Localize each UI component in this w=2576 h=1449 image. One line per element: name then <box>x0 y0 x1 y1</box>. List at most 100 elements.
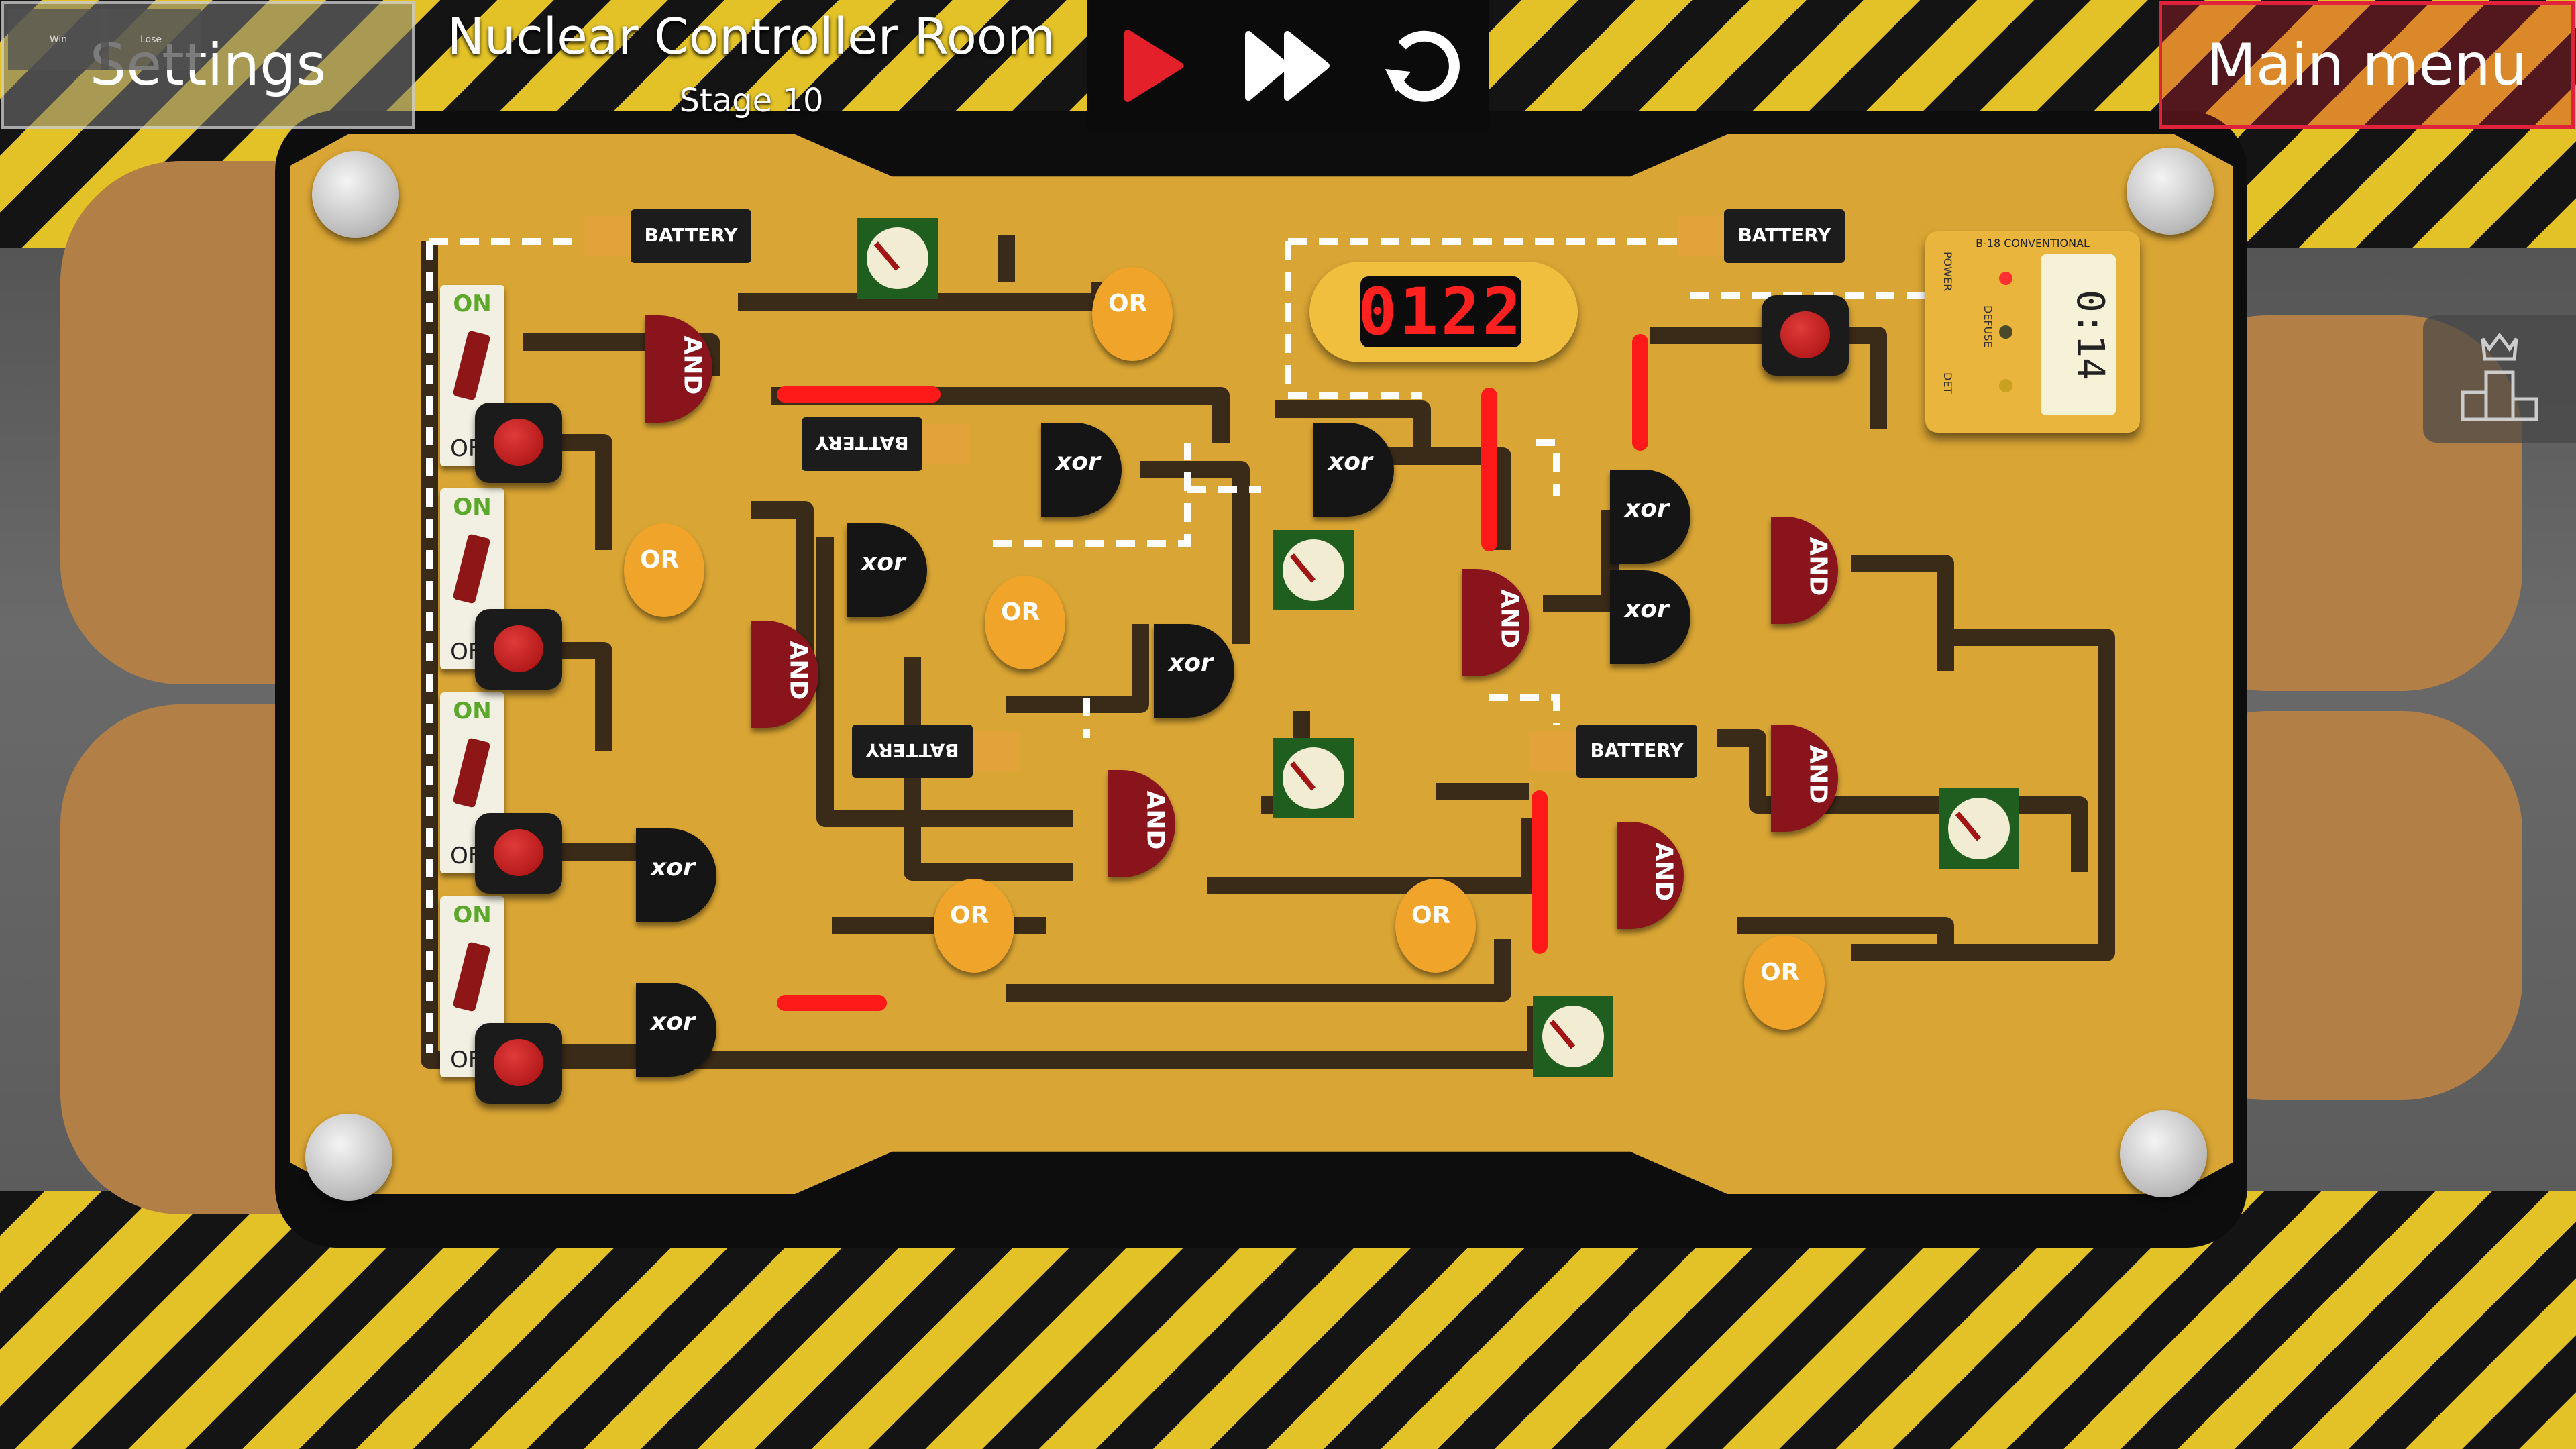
push-button[interactable] <box>475 609 562 690</box>
det-led <box>1999 379 2012 392</box>
xor-gate: xor <box>1313 423 1394 517</box>
wire <box>805 1006 1545 1069</box>
battery: BATTERY <box>1677 209 1845 263</box>
gate-label: xor <box>1056 448 1100 476</box>
wire <box>1543 510 1619 612</box>
leaderboard-button[interactable] <box>2423 315 2576 443</box>
gate-label: OR <box>640 546 680 574</box>
switch-on-label: ON <box>453 902 492 928</box>
dial[interactable] <box>1939 788 2019 869</box>
dial[interactable] <box>1273 530 1354 610</box>
xor-gate: xor <box>636 828 716 922</box>
battery: BATTERY <box>802 417 969 471</box>
wire <box>1737 917 1954 946</box>
gate-label: AND <box>1650 842 1678 902</box>
gate-label: xor <box>1625 495 1669 523</box>
screw <box>305 1114 392 1201</box>
xor-gate: xor <box>1610 470 1690 564</box>
win-button[interactable]: Win <box>8 9 109 70</box>
gate-label: xor <box>1169 649 1213 677</box>
defuse-panel: B-18 CONVENTIONAL POWER DEFUSE DET 0:14 <box>1925 231 2140 433</box>
play-button[interactable] <box>1100 12 1208 119</box>
screw <box>2127 148 2214 235</box>
powered-wire <box>429 235 607 245</box>
dial[interactable] <box>1273 738 1354 818</box>
gate-label: OR <box>1108 290 1148 317</box>
dial[interactable] <box>857 218 938 299</box>
power-led <box>1999 272 2012 285</box>
gate-label: AND <box>1804 537 1832 596</box>
wire <box>1717 729 2088 872</box>
gate-label: AND <box>678 335 706 395</box>
gate-label: OR <box>1411 902 1451 929</box>
xor-gate: xor <box>1041 423 1122 517</box>
countdown-timer: 0122 <box>1309 262 1578 362</box>
fast-forward-button[interactable] <box>1234 12 1342 119</box>
gate-label: AND <box>784 641 812 700</box>
battery-label: BATTERY <box>1590 739 1684 761</box>
or-gate: OR <box>1744 936 1825 1030</box>
gate-label: OR <box>950 902 989 929</box>
battery-label: BATTERY <box>865 739 959 761</box>
switch-on-label: ON <box>453 494 492 521</box>
push-button[interactable] <box>1762 295 1849 376</box>
xor-gate: xor <box>1610 570 1690 664</box>
defuse-screen: 0:14 <box>2041 254 2116 415</box>
powered-wire <box>1285 241 1422 399</box>
dial[interactable] <box>1533 996 1613 1077</box>
battery-label: BATTERY <box>644 224 738 246</box>
powered-wire <box>1489 694 1560 724</box>
wire <box>1851 555 1954 671</box>
wire <box>1650 327 1887 429</box>
switch-lever <box>452 330 491 401</box>
leaderboard-icon <box>2461 332 2538 421</box>
gate-label: xor <box>651 854 695 881</box>
battery: BATTERY <box>1529 724 1697 778</box>
xor-gate: xor <box>636 983 716 1077</box>
stage-label: Stage 10 <box>679 82 824 119</box>
wire <box>1140 461 1250 644</box>
or-gate: OR <box>934 879 1014 973</box>
gate-label: OR <box>1001 598 1040 626</box>
bomb-board <box>290 134 2233 1194</box>
wire <box>751 501 814 684</box>
push-button[interactable] <box>475 813 562 894</box>
wire <box>1208 818 1538 894</box>
or-gate: OR <box>1092 267 1173 361</box>
push-button[interactable] <box>475 402 562 483</box>
push-button[interactable] <box>475 1023 562 1104</box>
gate-label: xor <box>861 549 906 576</box>
switch-lever <box>452 533 491 604</box>
restart-icon <box>1385 30 1460 102</box>
battery: BATTERY <box>584 209 751 263</box>
gate-label: xor <box>1625 596 1669 623</box>
switch-lever <box>452 737 491 808</box>
wire <box>1006 624 1149 713</box>
gate-label: xor <box>1328 448 1373 476</box>
or-gate: OR <box>985 576 1065 669</box>
wire <box>816 537 1073 827</box>
gate-label: xor <box>651 1008 695 1036</box>
or-gate: OR <box>1395 879 1476 973</box>
battery-label: BATTERY <box>815 432 909 454</box>
main-menu-button[interactable]: Main menu <box>2159 1 2575 129</box>
defuse-label: DEFUSE <box>1982 305 1994 348</box>
wire <box>1275 400 1431 456</box>
timer-display: 0122 <box>1358 274 1524 350</box>
restart-button[interactable] <box>1368 12 1476 119</box>
fast-forward-icon <box>1245 31 1330 101</box>
powered-wire <box>993 443 1191 547</box>
gate-label: AND <box>1495 589 1523 649</box>
xor-gate: xor <box>847 523 927 617</box>
playback-controls <box>1087 0 1489 131</box>
room-title: Nuclear Controller Room <box>447 8 1056 66</box>
battery: BATTERY <box>852 724 1020 778</box>
switch-on-label: ON <box>453 290 492 317</box>
lose-button[interactable]: Lose <box>101 9 201 70</box>
screw <box>312 151 399 238</box>
wire <box>1006 939 1511 1002</box>
powered-wire <box>1536 439 1560 496</box>
battery-label: BATTERY <box>1737 224 1831 246</box>
xor-gate: xor <box>1154 624 1234 718</box>
gate-label: AND <box>1141 790 1169 850</box>
